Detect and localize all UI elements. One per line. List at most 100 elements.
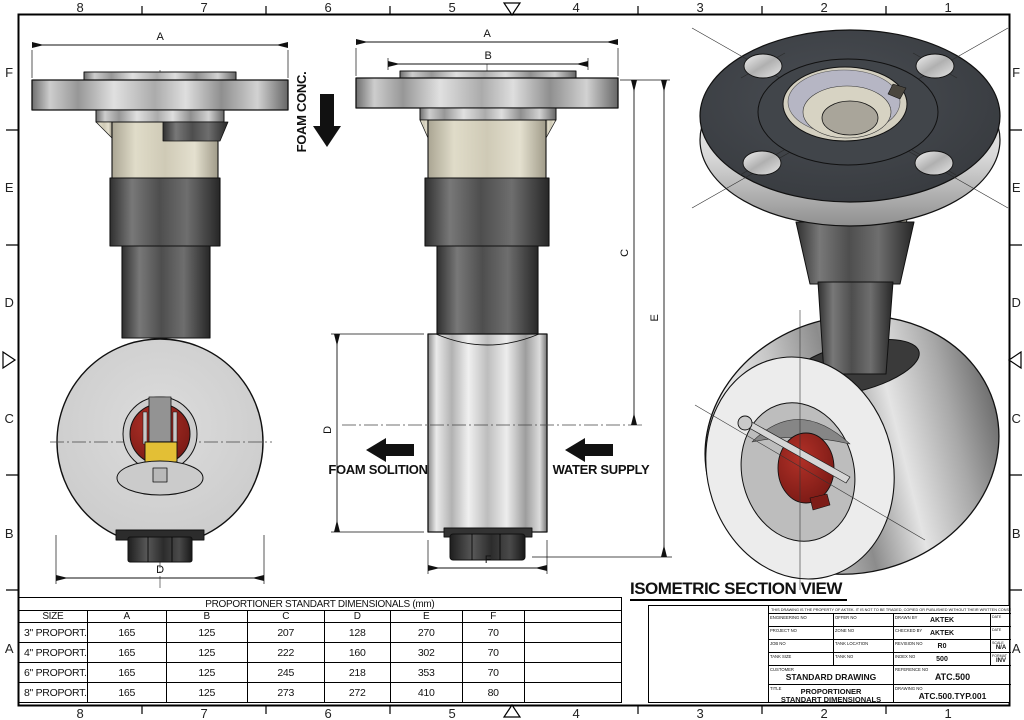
flange-hub [419,107,557,121]
zone-row-label: F [1012,65,1020,80]
dim-label-E: E [649,314,661,321]
zone-col-label: 8 [77,0,84,15]
table-title: PROPORTIONER STANDART DIMENSIONALS (mm) [18,597,622,611]
center-arrow-bottom-icon [502,703,522,718]
bolt-holes [742,53,955,176]
field-value: AKTEK [929,617,955,624]
field-job-no: JOB NO [769,640,834,653]
field-value: ATC.500.TYP.001 [918,691,987,701]
side-view: A B D C E F FOAM CONC. FOAM SOLITION [294,28,672,574]
value-cell: 70 [461,662,525,683]
value-cell: 273 [246,682,325,703]
field-tank-no: TANK NO [834,653,894,666]
section-cut-notch [162,121,229,142]
field-label: FORMAT [992,653,1007,658]
flange-disc [31,79,289,111]
value-cell: 222 [246,642,325,663]
pin-head [737,415,753,431]
zone-col-label: 6 [325,706,332,720]
neck-lower [817,281,894,375]
flow-annotations: FOAM CONC. FOAM SOLITION WATER SUPPLY [294,72,650,477]
field-label: REFERENCE NO [895,666,929,672]
field-label: TANK SIZE [770,653,792,659]
value-cell: 272 [323,682,391,703]
col-header-e: E [389,610,463,623]
field-reference-no: REFERENCE NO ATC.500 [894,666,1011,685]
zone-row-label: B [1012,526,1020,541]
col-header-f: F [461,610,525,623]
dim-extensions [31,50,289,584]
empty-cell [523,682,622,703]
iso-view-title: ISOMETRIC SECTION VIEW [630,579,847,601]
dimension-table: PROPORTIONER STANDART DIMENSIONALS (mm) … [18,597,622,703]
field-drawn-by: DRAWN BY AKTEK [894,614,991,627]
revision-area [649,606,769,703]
field-value: R0 [937,643,947,650]
value-cell: 165 [86,682,167,703]
zone-col-label: 4 [573,0,580,15]
flange-hub [95,109,225,123]
value-cell: 125 [165,642,248,663]
zone-row-label: D [1011,295,1020,310]
body-barrel [427,333,548,533]
field-label: TITLE [770,685,782,691]
foam-conc-label: FOAM CONC. [294,72,309,153]
dim-label-B: B [484,50,491,62]
table-row: 8" PROPORT. 165 125 273 272 410 80 [18,682,622,703]
water-supply-label: WATER SUPPLY [553,462,650,477]
field-value: AKTEK [929,630,955,637]
zone-col-label: 8 [77,706,84,720]
field-revision-no: REVISION NO R0 [894,640,991,653]
field-label: REVISION NO [895,640,923,646]
field-drawing-no: DRAWING NO ATC.500.TYP.001 [894,685,1011,703]
title-block: THIS DRAWING IS THE PROPERTY OF AKTEK. I… [648,605,1011,703]
dim-label-F: F [485,554,492,566]
zone-labels: 8 7 6 5 4 3 2 1 8 7 6 5 4 3 2 1 F E D C … [4,0,1021,720]
neck-upper [424,177,550,247]
dim-label-A: A [156,31,164,43]
drain-nut [127,536,193,563]
zone-ticks [6,6,1022,714]
field-zone-no: ZONE NO [834,627,894,640]
field-label: DRAWING NO [895,685,923,691]
keyway-notch [887,83,907,100]
field-value: N/A [995,645,1007,651]
field-value-line2: STANDART DIMENSIONALS [780,694,882,704]
field-label: DRAWN BY [895,614,918,620]
water-supply-arrow-icon [565,438,613,462]
field-project-no: PROJECT NO [769,627,834,640]
field-tank-location: TANK LOCATION [834,640,894,653]
field-offer-no: OFFER NO [834,614,894,627]
bronze-sleeve [427,119,547,179]
center-arrow-left-icon [2,350,17,370]
value-cell: 80 [461,682,525,703]
zone-col-label: 2 [821,0,828,15]
value-cell: 165 [86,622,167,643]
center-arrow-top-icon [502,2,522,17]
field-label: DATE [992,627,1002,632]
field-value: ATC.500 [934,672,971,682]
neck-lower [436,245,539,335]
field-index-no: INDEX NO 500 [894,653,991,666]
field-label: PROJECT NO [770,627,797,633]
clapper-tab [809,493,831,511]
seat-yellow [144,441,178,463]
weld-line [435,333,540,346]
dim-label-D: D [322,426,334,434]
flange-disc [355,77,619,109]
drain-nut [449,533,526,561]
col-header-empty [523,610,622,623]
flange-raised-face [399,70,577,79]
zone-col-label: 3 [697,0,704,15]
value-cell: 165 [86,662,167,683]
dim-label-A: A [483,28,491,40]
zone-row-label: B [5,526,13,541]
dim-label-C: C [619,249,631,257]
field-title: TITLE PROPORTIONER STANDART DIMENSIONALS [769,685,894,703]
value-cell: 160 [323,642,391,663]
field-customer: CUSTOMER STANDARD DRAWING [769,666,894,685]
value-cell: 125 [165,682,248,703]
empty-cell [523,622,622,643]
